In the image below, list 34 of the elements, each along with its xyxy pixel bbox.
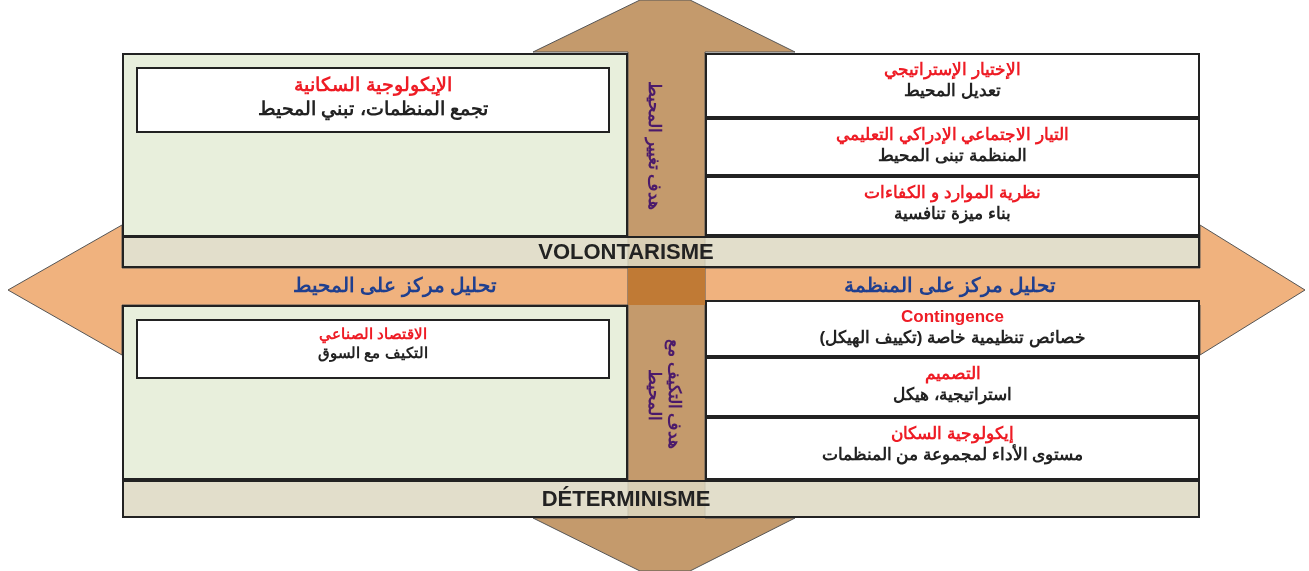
theory-box — [136, 319, 610, 379]
theory-description: استراتيجية، هيكل — [893, 384, 1012, 406]
theory-box — [136, 67, 610, 133]
theory-title: التصميم — [924, 363, 981, 385]
theory-title: Contingence — [901, 306, 1004, 328]
quadrant-panel — [122, 305, 628, 480]
theory-description: المنظمة تبنى المحيط — [878, 145, 1027, 167]
theory-box — [705, 53, 1200, 118]
theory-box — [705, 357, 1200, 417]
axis-band — [122, 480, 1200, 518]
axis-title: DÉTERMINISME — [541, 485, 711, 513]
theory-description: مستوى الأداء لمجموعة من المنظمات — [821, 444, 1084, 466]
theory-box — [705, 118, 1200, 176]
vertical-axis-label: هدف التكيف مع المحيط — [644, 338, 684, 452]
theory-description: التكيف مع السوق — [318, 343, 428, 363]
theory-title: الإيكولوجية السكانية — [294, 73, 452, 97]
theory-box — [705, 176, 1200, 236]
theory-description: بناء ميزة تنافسية — [894, 203, 1011, 225]
theory-box — [705, 300, 1200, 357]
axis-band — [122, 236, 1200, 268]
theory-description: تعديل المحيط — [904, 80, 1001, 102]
theory-box — [705, 417, 1200, 480]
theory-title: إيكولوجية السكان — [891, 423, 1014, 444]
axis-title: VOLONTARISME — [538, 238, 714, 266]
vertical-axis-label: هدف تغيير المحيط — [644, 79, 664, 213]
theory-title: الاقتصاد الصناعي — [318, 325, 428, 344]
horizontal-axis-label: تحليل مركز على المنظمة — [843, 273, 1057, 297]
theory-title: الإختيار الإستراتيجي — [884, 59, 1021, 81]
horizontal-axis-label: تحليل مركز على المحيط — [291, 273, 499, 297]
quadrant-panel — [122, 53, 628, 237]
theory-title: نظرية الموارد و الكفاءات — [864, 182, 1041, 204]
theory-description: خصائص تنظيمية خاصة (تكييف الهيكل) — [819, 327, 1086, 349]
theory-title: التيار الاجتماعي الإدراكي التعليمي — [835, 124, 1070, 146]
theory-description: تجمع المنظمات، تبني المحيط — [258, 96, 488, 121]
